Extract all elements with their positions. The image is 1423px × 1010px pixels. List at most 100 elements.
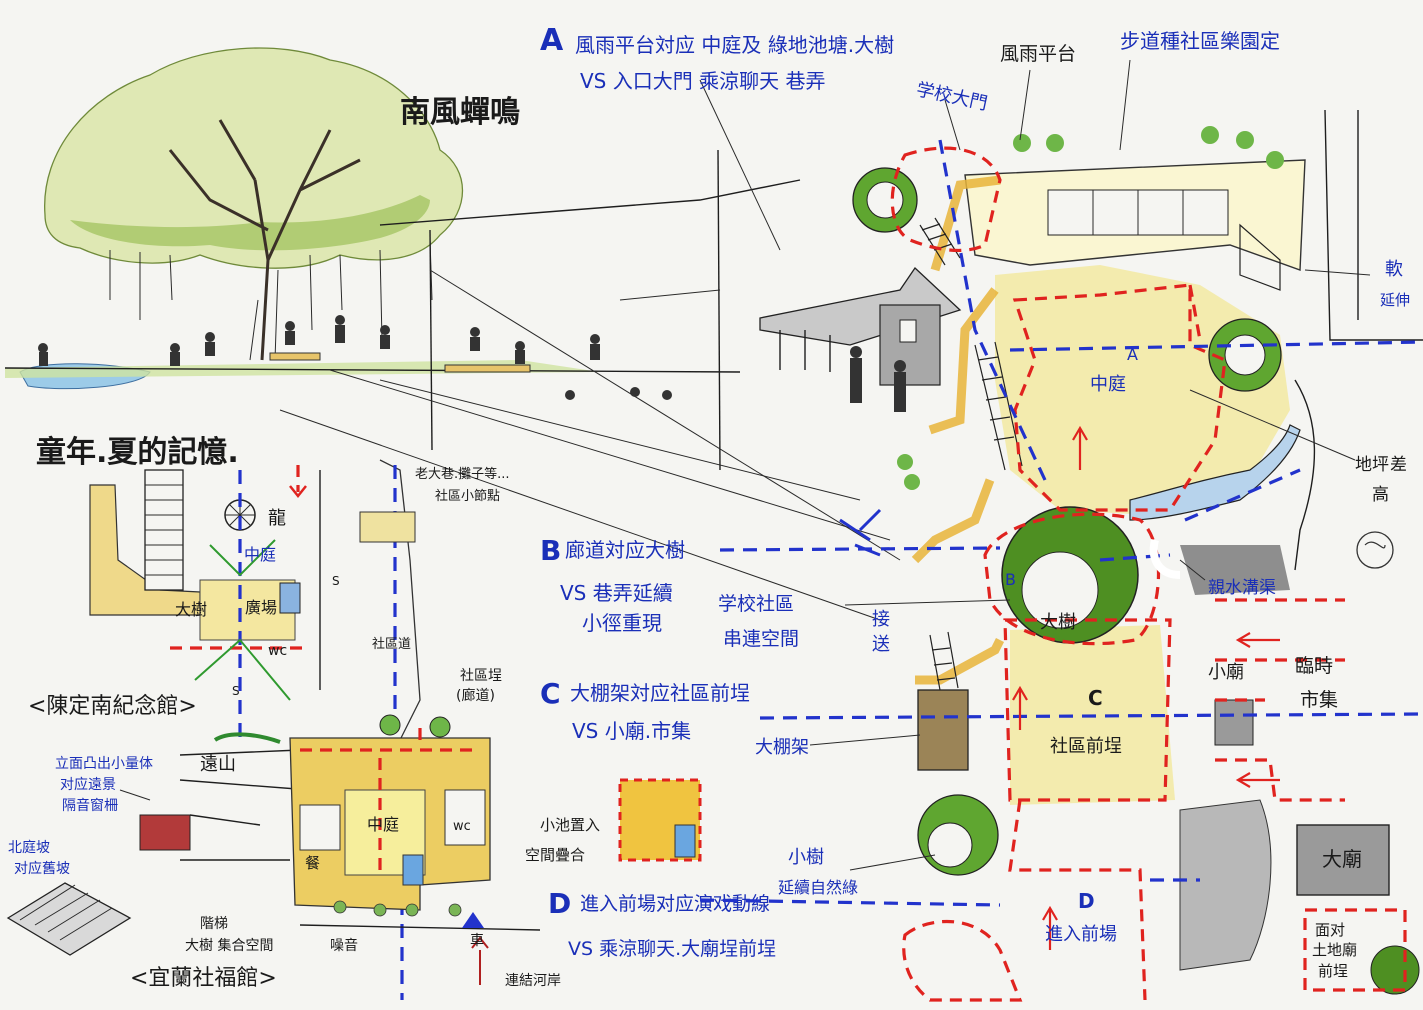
left-plan-2: 老大巷.攤子等... 社區小節點 社區道 社區埕 (廊道) 中庭 wc 餐 遠山… — [130, 459, 702, 1000]
water-channel — [1129, 424, 1301, 521]
plan1-dragon: 龍 — [268, 508, 286, 529]
roof-note-2: 对应舊坡 — [14, 860, 70, 877]
site-plan — [699, 109, 1423, 1002]
label-trail: 步道種社區樂園定 — [1120, 29, 1280, 53]
bench-2 — [269, 352, 321, 361]
perspective-sketch — [4, 47, 962, 621]
red-zone-land-god — [1303, 908, 1407, 992]
label-school-space-2: 串連空間 — [723, 628, 799, 650]
legend-d-letter: D — [548, 887, 571, 920]
flow-arrows — [1012, 425, 1280, 950]
perspective-lines — [279, 79, 901, 621]
legend-b-line2: VS 巷弄延續 — [560, 581, 673, 605]
plan2-front-yard-2: (廊道) — [456, 687, 495, 704]
plan2-wc: wc — [453, 819, 471, 834]
compass-icon — [1356, 531, 1394, 569]
legend-d-line1: 進入前場对应演戏動線 — [580, 893, 770, 915]
legend-d-line2: VS 乘涼聊天.大廟埕前埕 — [568, 938, 776, 960]
plan2-arrival: 車 — [470, 932, 484, 949]
temple-building — [759, 267, 962, 386]
legend-a: A 風雨平台対应 中庭及 綠地池塘.大樹 VS 入口大門 乘涼聊天 巷弄 — [540, 23, 894, 93]
plan2-cafe: 餐 — [305, 854, 320, 872]
tree-canopy — [44, 47, 463, 269]
plan2-pond-2: 空間疊合 — [525, 846, 585, 864]
roof-note-1: 北庭坡 — [8, 839, 50, 856]
section-b-line — [759, 712, 1423, 720]
label-shuttle-2: 送 — [872, 634, 890, 655]
label-small-tree-1: 小樹 — [788, 847, 824, 868]
plan2-stair-1: 階梯 — [200, 916, 228, 932]
label-big-temple: 大廟 — [1322, 847, 1362, 871]
label-front-yard: 進入前場 — [1045, 924, 1117, 945]
plan1-s2: S — [232, 684, 240, 698]
red-zone-entry — [902, 919, 1023, 1002]
stair-ladders — [919, 217, 1281, 691]
plan2-stair-2: 大樹 集合空間 — [185, 937, 273, 954]
childhood-memory-title: 童年.夏的記憶. — [36, 435, 239, 470]
plan1-big-tree: 大樹 — [175, 600, 207, 619]
label-courtyard: 中庭 — [1090, 374, 1126, 395]
site-courtyard-zone — [995, 265, 1290, 515]
red-zone-gate — [890, 146, 1002, 252]
label-market-1: 臨時 — [1295, 655, 1333, 677]
label-elevation-2: 差 — [1390, 455, 1407, 475]
legend-b-line1: 廊道対应大樹 — [565, 538, 685, 562]
plan2-path — [379, 459, 421, 741]
label-elevation-3: 高 — [1372, 485, 1389, 505]
section-a-line — [719, 340, 1423, 552]
legend-a-line1: 風雨平台対应 中庭及 綠地池塘.大樹 — [575, 33, 894, 57]
plan2-front-yard-1: 社區埕 — [460, 668, 502, 684]
grey-road-zone — [1180, 545, 1290, 595]
label-shuttle-1: 接 — [872, 609, 890, 630]
small-temple-block — [1214, 699, 1254, 746]
section-d-line — [699, 139, 1047, 907]
label-school-space-1: 学校社區 — [718, 593, 794, 615]
bench-1 — [444, 364, 531, 373]
trellis-block — [917, 689, 969, 771]
tree-trunk — [168, 119, 361, 361]
window-box-sketch — [139, 814, 191, 851]
label-section-b: B — [1005, 570, 1016, 589]
plan1-courtyard-label: 中庭 — [244, 545, 276, 564]
label-land-god-3: 前埕 — [1318, 962, 1348, 980]
site-trees — [852, 126, 1420, 995]
window-note-1: 立面凸出小量体 — [55, 756, 153, 772]
plan1-s1: S — [332, 574, 340, 588]
label-section-c: C — [1088, 686, 1103, 710]
legend-c-letter: C — [540, 677, 561, 710]
plan2-community-path: 社區道 — [372, 636, 411, 652]
leader-lines — [809, 59, 1371, 871]
plan2-river: 連結河岸 — [505, 973, 561, 989]
legend-c: C 大棚架対应社區前埕 VS 小廟.市集 — [540, 677, 750, 743]
label-soft-2: 延伸 — [1380, 291, 1410, 309]
plan1-wc: wc — [268, 643, 287, 659]
legend-a-line2: VS 入口大門 乘涼聊天 巷弄 — [580, 69, 825, 93]
plan2-far-mountain: 遠山 — [200, 754, 236, 775]
left-plan-1: 龍 中庭 大樹 廣場 wc S S <陳定南紀念館> — [28, 465, 340, 740]
legend-c-line1: 大棚架対应社區前埕 — [570, 681, 750, 705]
plan1-name: <陳定南紀念館> — [28, 694, 197, 719]
people-figures — [38, 315, 906, 412]
legend-b: B 廊道対应大樹 VS 巷弄延續 小徑重現 — [540, 534, 685, 635]
red-zone-community — [1003, 618, 1172, 802]
label-small-tree-2: 延續自然綠 — [778, 878, 858, 897]
label-soft-1: 軟 — [1385, 259, 1403, 280]
left-notes: 立面凸出小量体 对应遠景 隔音窗柵 北庭坡 对应舊坡 — [6, 749, 311, 956]
ochre-edge-path — [911, 175, 1005, 685]
plan1-yellow-wall — [89, 484, 201, 616]
label-big-tree: 大樹 — [1040, 612, 1076, 633]
window-note-3: 隔音窗柵 — [62, 797, 118, 814]
label-section-d: D — [1078, 889, 1095, 913]
red-zone-courtyard — [1012, 283, 1227, 512]
big-temple-block — [1296, 824, 1390, 896]
label-rain-platform: 風雨平台 — [1000, 43, 1076, 65]
label-section-a: A — [1127, 345, 1138, 364]
plan2-pond-1: 小池置入 — [540, 816, 600, 834]
plan2-path-top2: 社區小節點 — [435, 488, 500, 504]
red-zone-market — [1215, 598, 1345, 802]
legend-b-letter: B — [540, 534, 561, 567]
sketch-title: 南風蟬鳴 — [400, 95, 520, 130]
site-plan-labels: 学校大門 風雨平台 步道種社區樂園定 中庭 A B 大樹 C 社區前埕 D 進入… — [718, 29, 1410, 980]
plan1-square: 廣場 — [245, 598, 277, 617]
